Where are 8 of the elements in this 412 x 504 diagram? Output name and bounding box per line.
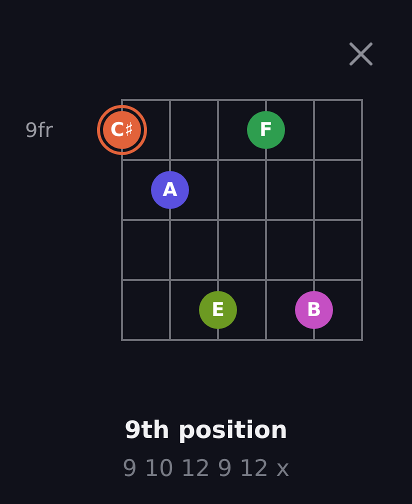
fret-sequence: 9 10 12 9 12 x bbox=[122, 456, 290, 482]
root-note-dot: C♯ bbox=[97, 105, 147, 155]
chord-title: 9th position bbox=[124, 416, 288, 444]
note-dot: E bbox=[199, 291, 237, 329]
note-dot: F bbox=[247, 111, 285, 149]
note-dot: B bbox=[295, 291, 333, 329]
fret-number: 9fr bbox=[25, 118, 53, 142]
note-dot: A bbox=[151, 171, 189, 209]
